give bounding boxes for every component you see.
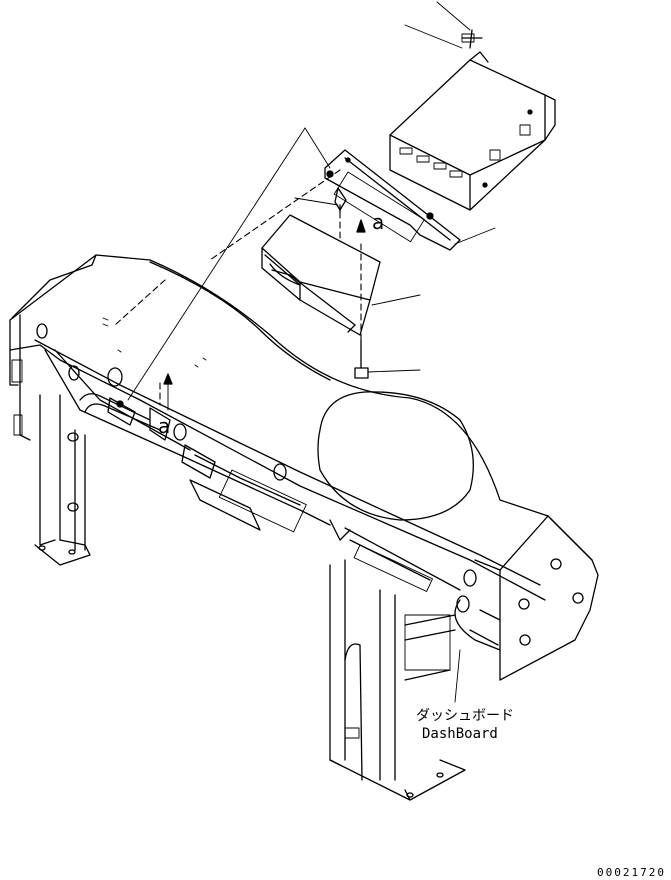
arrow-a-lower-label: a — [158, 414, 170, 438]
dashboard-label-jp: ダッシュボード — [416, 708, 514, 724]
left-leg — [34, 394, 91, 566]
duct-cover — [261, 214, 381, 336]
arrow-a-upper-label: a — [372, 210, 384, 234]
right-leg — [329, 559, 466, 801]
assembly-lines — [114, 169, 366, 411]
small-marks — [102, 317, 207, 368]
bracket-plate — [324, 149, 461, 251]
cover-box — [389, 29, 556, 211]
bolt-upper — [334, 187, 347, 213]
drawing-number: 00021720 — [597, 866, 666, 879]
leader-lines — [127, 1, 496, 703]
bolt-lower — [354, 339, 369, 379]
dashboard-frame — [9, 254, 599, 681]
dashboard-label-en: DashBoard — [422, 726, 498, 742]
